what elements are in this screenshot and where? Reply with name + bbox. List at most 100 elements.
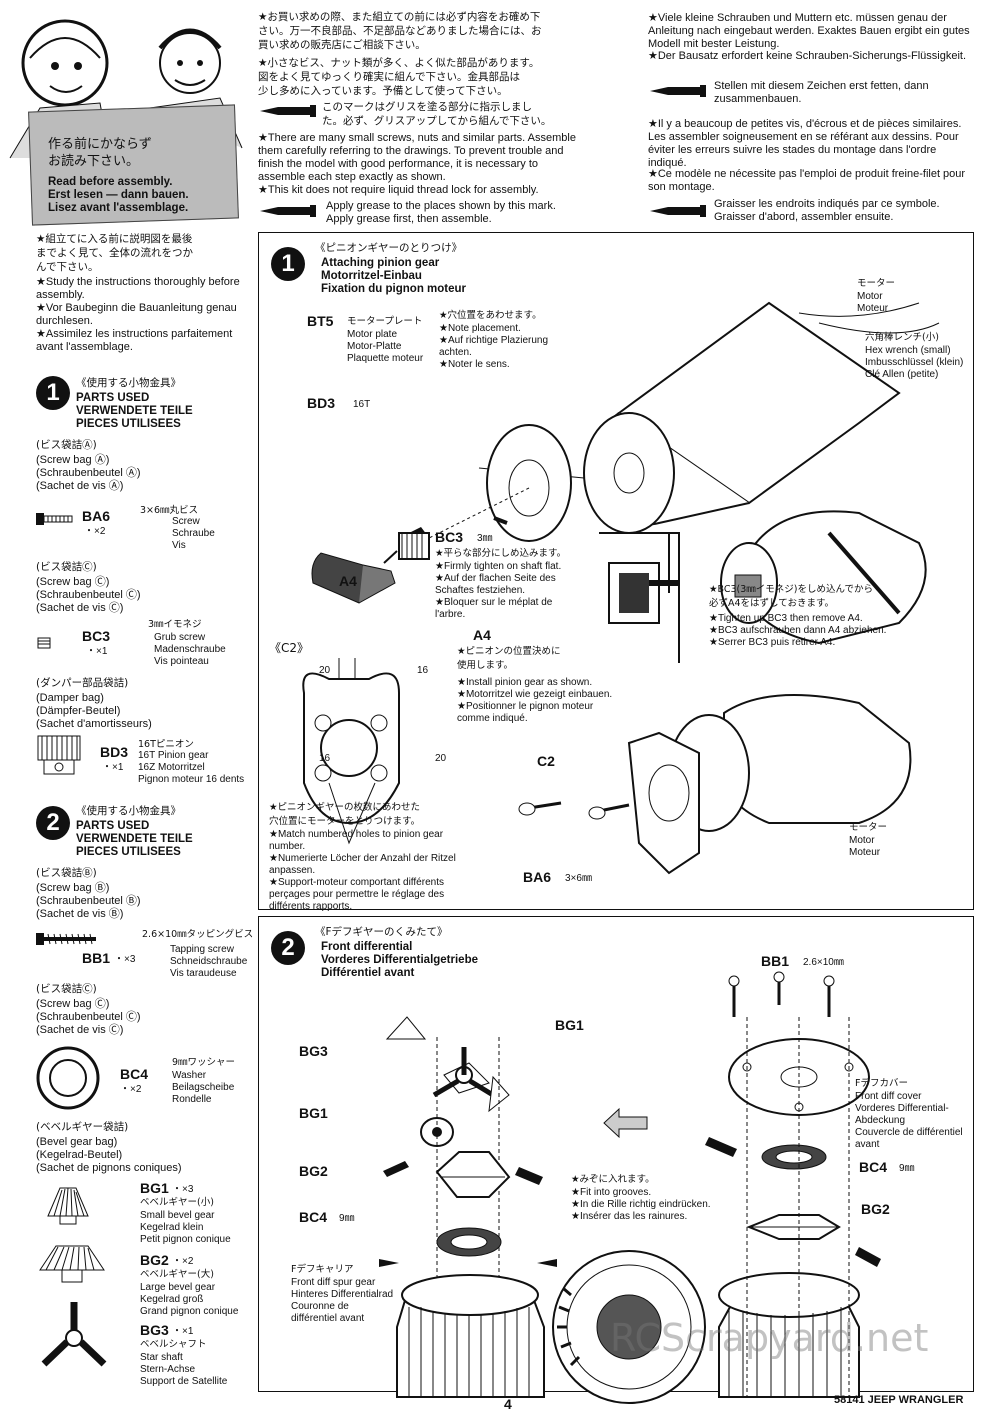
step2-cover-jp: Fデフカバー [855,1078,908,1089]
step1-bd3: BD3 [307,395,336,411]
step1-jp: 《ピニオンギヤーのとりつけ》 [315,242,463,254]
parts1-bagA: (Screw bag Ⓐ) (Schraubenbeutel Ⓐ) (Sache… [36,454,141,492]
step1-ba6-size: 3×6㎜ [565,873,592,884]
part-bb1-desc: Tapping screw Schneidschraube Vis taraud… [170,944,248,979]
step1-a4-note: ★Install pinion gear as shown. ★Motorrit… [457,677,613,724]
step1-note-place: ★Note placement. ★Auf richtige Plazierun… [439,323,549,370]
step1-motor2-jp: モーター [849,822,888,833]
part-ba6-code: BA6 [82,508,111,524]
step1-hex: Hex wrench (small) Imbusschlüssel (klein… [865,345,964,380]
read-before-text: Read before assembly. Erst lesen — dann … [48,176,189,214]
parts1-bagA-jp: (ビス袋詰Ⓐ) [36,439,97,451]
part-ba6-desc: Screw Schraube Vis [172,516,215,551]
parts2-bagB-jp: (ビス袋詰Ⓑ) [36,867,97,879]
part-bc4-code: BC4 [120,1066,149,1082]
step1-hole-16a: 16 [417,665,429,676]
step1-motor2: Motor Moteur [849,835,881,858]
step2-bc4-b-mm: 9㎜ [899,1163,915,1174]
step2-panel: 2 《Fデフギヤーのくみたて》 Front differential Vorde… [258,916,974,1404]
watermark: RCScrapyard.net [610,1316,929,1360]
step1-ba6: BA6 [523,869,552,885]
step2-groove: ★Fit into grooves. ★In die Rille richtig… [571,1187,711,1222]
grease-icon [260,105,316,117]
star-shaft-icon [41,1302,107,1367]
part-bg3-code: BG3 [140,1322,169,1338]
step1-a4-note-jp: ★ピニオンの位置決めに 使用します。 [457,646,561,671]
step1-note-place-jp: ★穴位置をあわせます。 [439,310,542,321]
step1-bc3-note-jp: ★BC3(3㎜イモネジ)をしめ込んでから 必ずA4をはずしておきます。 [709,584,874,609]
part-bb1-code: BB1 [82,950,111,966]
differential-exploded-drawing [379,971,881,1404]
step2-bb1: BB1 [761,953,790,969]
step2-groove-jp: ★みぞに入れます。 [571,1174,655,1185]
notes-right-de2: ★Der Bausatz erfordert keine Schrauben-S… [648,50,967,62]
parts2-jp: 《使用する小物金具》 [76,805,181,817]
large-bevel-gear-icon [39,1245,105,1283]
parts1-number: 1 [36,376,70,410]
part-bd3-code: BD3 [100,744,129,760]
notes-right-fr1: ★Il y a beaucoup de petites vis, d'écrou… [648,118,962,169]
step2-title: Front differential Vorderes Differential… [321,941,479,979]
step1-bt5: BT5 [307,313,334,329]
notes-mid-en3: Apply grease to the places shown by this… [326,200,556,225]
part-bg2-desc: Large bevel gear Kegelrad groß Grand pig… [140,1282,239,1317]
grub-screw-icon [37,637,51,649]
notes-mid-en2: ★This kit does not require liquid thread… [258,184,539,196]
part-bd3-jp: 16Tピニオン [138,739,194,750]
step2-bc4-b: BC4 [859,1159,888,1175]
step2-bc4-a: BC4 [299,1209,328,1225]
step1-hole-20b: 20 [435,753,447,764]
part-bg3-desc: Star shaft Stern-Achse Support de Satell… [140,1352,228,1387]
intro-de: ★Vor Baubeginn die Bauanleitung genau du… [36,302,237,327]
part-bc4-qty: ・×2 [120,1084,142,1095]
step2-bg3: BG3 [299,1043,328,1059]
notes-mid-jp3: このマークはグリスを塗る部分に指示しまし た。必ず、グリスアップしてから組んで下… [322,101,552,127]
step2-carrier-jp: Fデフキャリア [291,1264,354,1275]
grease-icon [260,205,316,217]
step1-motor: Motor Moteur [857,291,889,314]
grease-icon [650,205,706,217]
intro-en: ★Study the instructions thoroughly befor… [36,276,240,301]
part-bd3-desc: 16T Pinion gear 16Z Motorritzel Pignon m… [138,750,245,785]
notes-mid-en1: ★There are many small screws, nuts and s… [258,132,576,183]
parts2-bagC: (Screw bag Ⓒ) (Schraubenbeutel Ⓒ) (Sache… [36,998,141,1036]
step1-bc3-jp: ★平らな部分にしめ込みます。 [435,548,567,559]
part-bg2-code: BG2 [140,1252,169,1268]
step1-bt5-desc: Motor plate Motor-Platte Plaquette moteu… [347,329,424,364]
step2-bb1-size: 2.6×10㎜ [803,957,844,968]
step1-bc3-note: ★Tighten up BC3 then remove A4. ★BC3 auf… [709,613,887,648]
part-ba6-qty: ・×2 [84,526,106,537]
part-bd3-qty: ・×1 [102,762,124,773]
parts1-bagC-jp: (ビス袋詰Ⓒ) [36,561,97,573]
part-bg1-code: BG1 [140,1180,169,1196]
step1-match: ★Match numbered holes to pinion gear num… [269,829,456,912]
part-bc3-jp: 3㎜イモネジ [148,619,202,630]
intro-jp: ★組立てに入る前に説明図を最後 までよく見て、全体の流れをつか んで下さい。 [36,233,193,273]
screw-icon [36,513,73,525]
step1-match-jp: ★ピニオンギヤーの枚数にあわせた 穴位置にモーターをとりつけます。 [269,802,421,827]
step1-hole-20a: 20 [319,665,331,676]
header-illustration: 作る前にかならず お読み下さい。 Read before assembly. E… [9,8,245,228]
parts2-bagC-jp: (ビス袋詰Ⓒ) [36,983,97,995]
part-bg1-desc: Small bevel gear Kegelrad klein Petit pi… [140,1210,231,1245]
step1-hole-16b: 16 [319,753,331,764]
part-bc4-jp: 9㎜ワッシャー [172,1057,236,1068]
step1-motor-jp: モーター [857,278,896,289]
pinion-gear-icon [37,735,81,775]
step1-bt5-jp: モータープレート [347,316,423,327]
step2-bg2-a: BG2 [299,1163,328,1179]
model-name: 58141 JEEP WRANGLER [834,1394,964,1406]
step2-cover: Front diff cover Vorderes Differential- … [855,1091,963,1150]
part-bg1-qty: ・×3 [172,1184,194,1195]
notes-right-fr3: Graisser les endroits indiqués par ce sy… [714,198,940,223]
part-bc3-qty: ・×1 [86,646,108,657]
part-bg3-jp: ベベルシャフト [140,1339,207,1350]
step1-bc3-mm: 3㎜ [477,533,493,544]
step1-panel: 1 《ピニオンギヤーのとりつけ》 Attaching pinion gear M… [258,232,974,912]
part-bc3-code: BC3 [82,628,111,644]
step1-c2: C2 [537,753,555,769]
step1-a4: A4 [339,573,357,589]
parts2-bagB: (Screw bag Ⓑ) (Schraubenbeutel Ⓑ) (Sache… [36,882,141,920]
tapping-screw-icon [36,933,96,945]
part-bc4-desc: Washer Beilagscheibe Rondelle [172,1070,235,1105]
